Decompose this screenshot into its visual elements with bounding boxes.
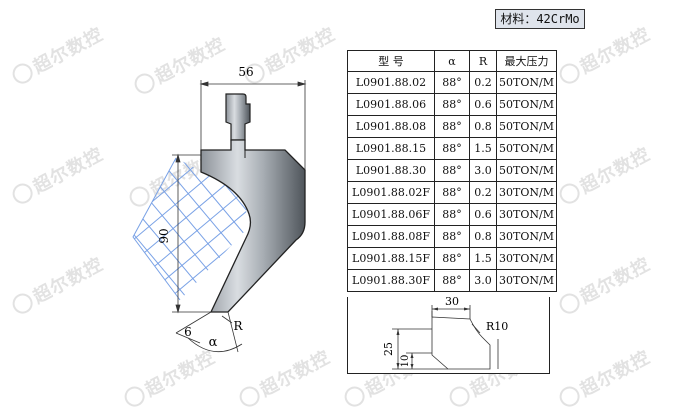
cell-pressure: 30TON/M (496, 181, 557, 204)
header-model: 型 号 (347, 50, 435, 72)
watermark-text: 超尔数控 (555, 250, 655, 319)
cell-angle: 88° (434, 181, 470, 204)
cell-radius: 0.6 (469, 93, 497, 116)
die-detail-panel: 30 R10 25 10 (347, 297, 550, 374)
watermark-text: 超尔数控 (555, 20, 655, 89)
watermark-text: 超尔数控 (555, 343, 655, 412)
die-detail-drawing: 30 R10 25 10 (382, 297, 508, 370)
watermark-logo-icon (556, 290, 584, 318)
header-radius: R (469, 50, 497, 72)
cell-angle: 88° (434, 203, 470, 226)
punch-profile-drawing: 56 90 6 α R (132, 65, 307, 353)
die-profile (431, 316, 491, 370)
height-dim-label: 90 (157, 228, 171, 243)
cell-pressure: 50TON/M (496, 159, 557, 182)
watermark-logo-icon (556, 60, 584, 88)
tip-dimension (175, 311, 243, 353)
cell-radius: 3.0 (469, 159, 497, 182)
header-angle: α (434, 50, 470, 72)
cell-model: L0901.88.02 (347, 71, 435, 94)
spec-table: 型 号 α R 最大压力 L0901.88.02 88° 0.2 50TON/M… (347, 50, 557, 292)
cell-model: L0901.88.02F (347, 181, 435, 204)
material-label: 材料：42CrMo (495, 9, 585, 29)
cell-radius: 0.2 (469, 71, 497, 94)
cell-model: L0901.88.15F (347, 247, 435, 270)
tip-dim-label: 6 (184, 325, 192, 339)
cell-pressure: 50TON/M (496, 93, 557, 116)
cell-model: L0901.88.08F (347, 225, 435, 248)
cell-angle: 88° (434, 115, 470, 138)
cell-pressure: 30TON/M (496, 269, 557, 292)
height-dimension (172, 153, 211, 314)
cell-pressure: 50TON/M (496, 71, 557, 94)
cell-angle: 88° (434, 159, 470, 182)
table-row: L0901.88.08F 88° 0.8 30TON/M (347, 225, 557, 248)
table-row: L0901.88.15 88° 1.5 50TON/M (347, 137, 557, 160)
watermark-logo-icon (446, 383, 474, 411)
grid-outline (132, 157, 181, 301)
width-dimension (199, 80, 307, 170)
cell-model: L0901.88.30 (347, 159, 435, 182)
cell-radius: 1.5 (469, 137, 497, 160)
cell-radius: 1.5 (469, 247, 497, 270)
radius-label: R (233, 319, 243, 333)
detail-width-label: 30 (445, 297, 459, 308)
cell-model: L0901.88.06F (347, 203, 435, 226)
table-row: L0901.88.08 88° 0.8 50TON/M (347, 115, 557, 138)
cell-angle: 88° (434, 93, 470, 116)
watermark-logo-icon (341, 383, 369, 411)
cell-angle: 88° (434, 225, 470, 248)
cell-pressure: 30TON/M (496, 203, 557, 226)
cell-radius: 0.8 (469, 115, 497, 138)
table-row: L0901.88.15F 88° 1.5 30TON/M (347, 247, 557, 270)
cell-angle: 88° (434, 247, 470, 270)
table-row: L0901.88.02 88° 0.2 50TON/M (347, 71, 557, 94)
watermark-logo-icon (556, 180, 584, 208)
angle-label: α (209, 335, 218, 350)
punch-tang (225, 93, 251, 141)
cell-radius: 0.6 (469, 203, 497, 226)
detail-radius-label: R10 (486, 320, 508, 333)
table-row: L0901.88.02F 88° 0.2 30TON/M (347, 181, 557, 204)
table-row: L0901.88.06 88° 0.6 50TON/M (347, 93, 557, 116)
cell-angle: 88° (434, 137, 470, 160)
cell-pressure: 30TON/M (496, 247, 557, 270)
cell-pressure: 50TON/M (496, 137, 557, 160)
cell-model: L0901.88.15 (347, 137, 435, 160)
watermark-text: 超尔数控 (555, 140, 655, 209)
detail-small-label: 10 (400, 355, 411, 368)
watermark-logo-icon (556, 383, 584, 411)
table-row: L0901.88.30 88° 3.0 50TON/M (347, 159, 557, 182)
table-header-row: 型 号 α R 最大压力 (347, 50, 557, 72)
cell-model: L0901.88.06 (347, 93, 435, 116)
punch-body (200, 139, 306, 313)
table-row: L0901.88.30F 88° 3.0 30TON/M (347, 269, 557, 292)
table-row: L0901.88.06F 88° 0.6 30TON/M (347, 203, 557, 226)
cell-model: L0901.88.08 (347, 115, 435, 138)
cell-angle: 88° (434, 71, 470, 94)
cell-pressure: 30TON/M (496, 225, 557, 248)
cell-angle: 88° (434, 269, 470, 292)
header-max-pressure: 最大压力 (496, 50, 557, 72)
cell-radius: 0.8 (469, 225, 497, 248)
width-dim-label: 56 (238, 65, 253, 79)
cell-radius: 3.0 (469, 269, 497, 292)
cell-model: L0901.88.30F (347, 269, 435, 292)
cell-radius: 0.2 (469, 181, 497, 204)
detail-height-label: 25 (382, 342, 395, 356)
cell-pressure: 50TON/M (496, 115, 557, 138)
